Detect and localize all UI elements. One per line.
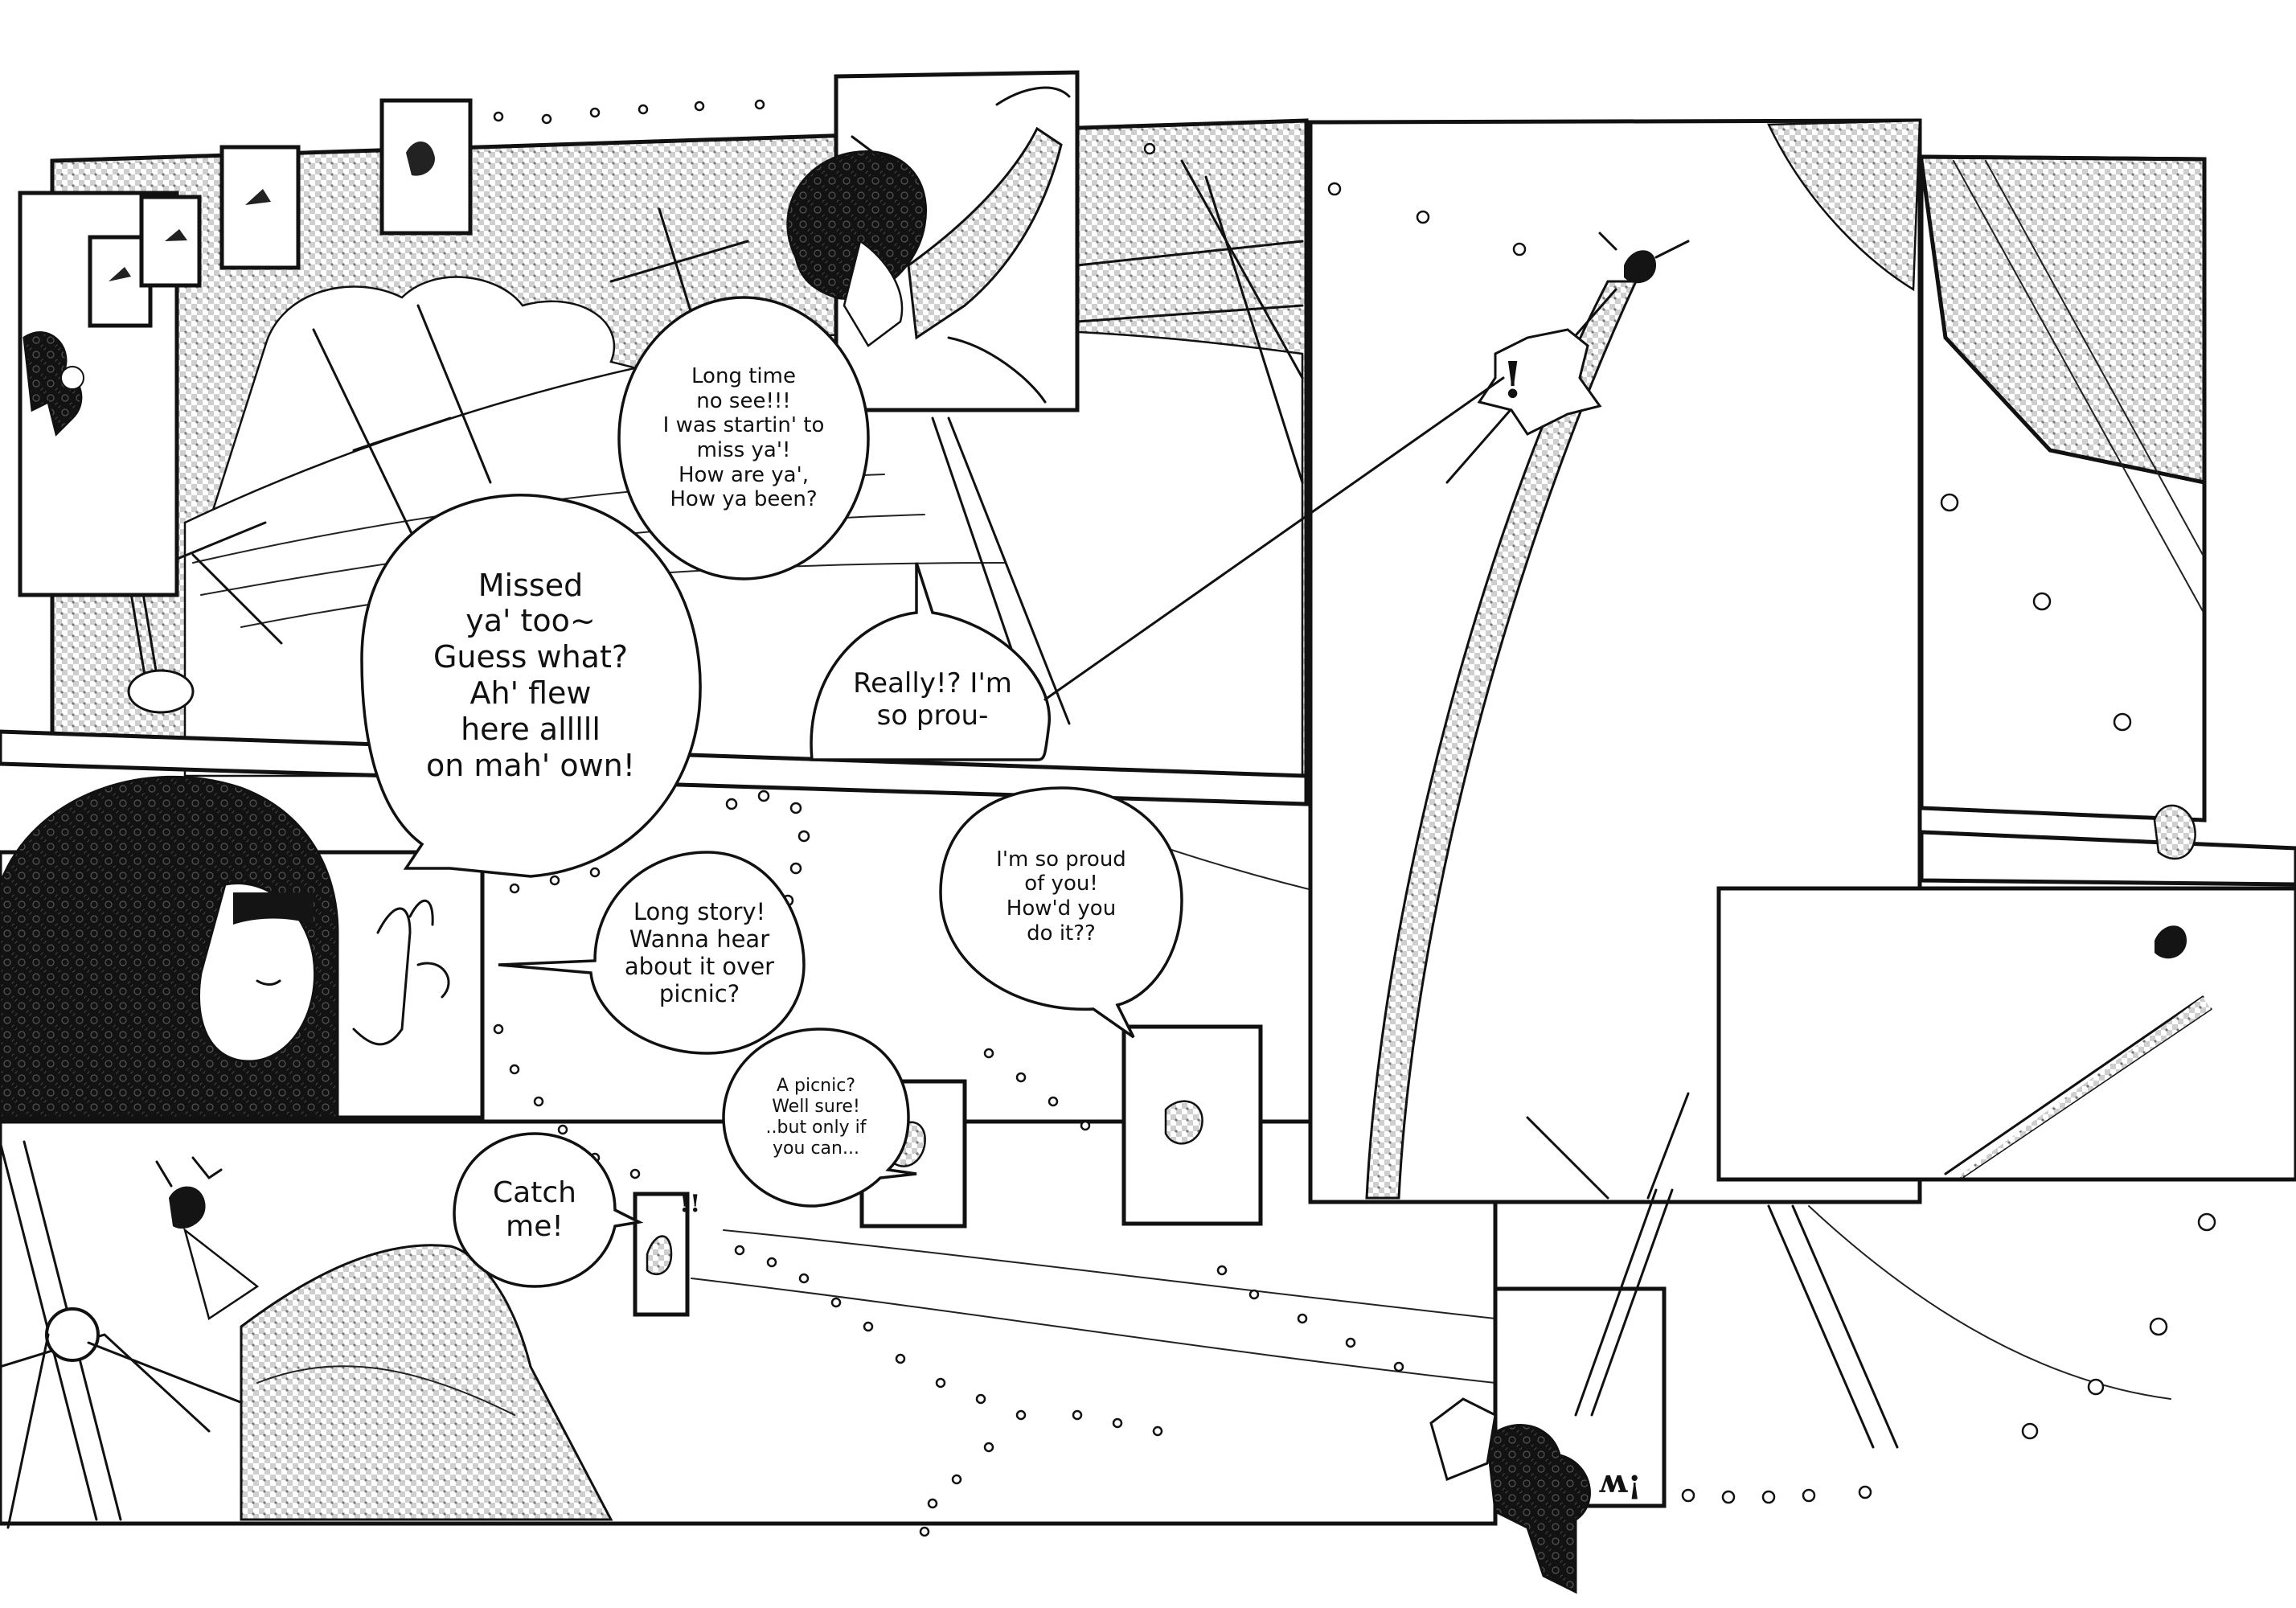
panel-top-center: [786, 70, 1080, 412]
dotted-trail-right: [1681, 493, 2216, 1504]
panel-left-character: [0, 775, 485, 1120]
sfx-exclaim: !: [1502, 351, 1524, 409]
bubble-text-picnic: A picnic? Well sure! ..but only if you c…: [765, 1076, 867, 1159]
dotted-trail-top: [493, 99, 1527, 256]
dotted-trail-middle: [493, 790, 1404, 1537]
bubble-text-catch: Catch me!: [493, 1175, 576, 1243]
panel-bottom-left: [0, 803, 1498, 1529]
bubble-catch: [453, 1132, 644, 1288]
bubble-text-missed: Missed ya' too~ Guess what? Ah' flew her…: [426, 567, 635, 783]
sfx-blob-bottom-right: [1429, 1188, 1674, 1594]
bubble-text-long-story: Long story! Wanna hear about it over pic…: [624, 897, 775, 1008]
inset-panels-butterflies: [633, 1024, 1667, 1508]
bubble-long-time: [617, 296, 870, 580]
bubble-text-proud: I'm so proud of you! How'd you do it??: [996, 847, 1126, 946]
bubble-really: [810, 562, 1051, 761]
bubble-text-long-time: Long time no see!!! I was startin' to mi…: [662, 363, 825, 512]
sfx-sound-small: !w: [1600, 1467, 1642, 1505]
sfx-double-exclaim: !!: [679, 1190, 701, 1218]
inset-panels-top-left: [18, 98, 473, 597]
bubble-long-story: [498, 851, 806, 1055]
panel-far-right: [1716, 154, 2296, 1449]
bubble-proud: [939, 786, 1183, 1039]
bubble-text-really: Really!? I'm so prou-: [853, 667, 1012, 732]
speech-bubbles: [360, 296, 1505, 1288]
bubble-missed: [360, 494, 702, 878]
bubble-picnic: [722, 1028, 917, 1208]
